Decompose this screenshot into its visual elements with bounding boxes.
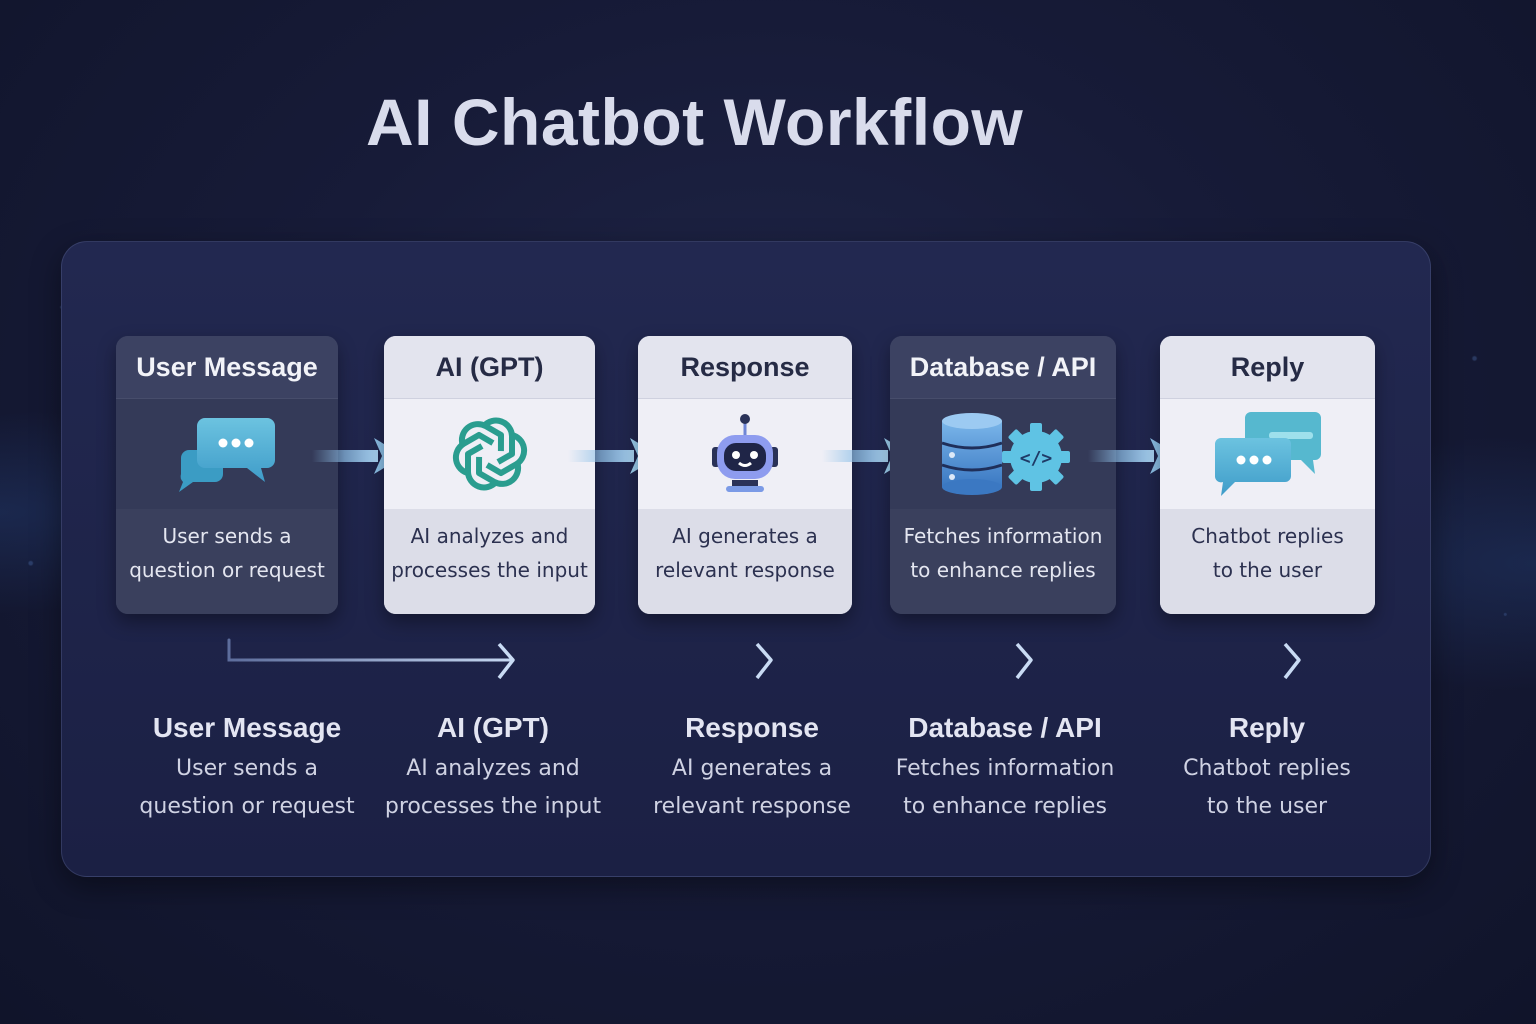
card-title: Reply <box>1160 336 1375 399</box>
card-desc-line2: relevant response <box>655 558 835 582</box>
card-desc-line1: Fetches information <box>903 524 1103 548</box>
step-title: Response <box>685 712 819 743</box>
card-response: Response AI generates a relevant response <box>638 336 852 614</box>
step-desc-line2: question or request <box>139 794 355 819</box>
step-desc-line1: Chatbot replies <box>1183 756 1351 781</box>
step-title: Reply <box>1228 712 1306 743</box>
step-desc-line2: to the user <box>1206 794 1328 819</box>
page-title: AI Chatbot Workflow <box>366 85 1024 159</box>
card-title: AI (GPT) <box>384 336 595 399</box>
card-ai-gpt: AI (GPT) AI analyzes and processes the in… <box>384 336 595 614</box>
step-title: Database / API <box>908 712 1102 743</box>
timeline-arrows <box>227 638 1301 680</box>
card-desc-line2: processes the input <box>391 558 588 582</box>
step-desc-line2: processes the input <box>384 794 602 819</box>
step-desc-line2: relevant response <box>653 794 851 819</box>
timeline-arrowhead-1 <box>497 642 515 680</box>
timeline-arrowhead-2 <box>755 642 773 680</box>
robot-icon <box>712 414 778 492</box>
card-title: User Message <box>116 336 338 399</box>
card-desc-line1: User sends a <box>162 524 292 548</box>
card-desc-line2: to enhance replies <box>910 558 1096 582</box>
card-title: Database / API <box>890 336 1116 399</box>
openai-logo-icon <box>445 409 535 499</box>
card-desc-line2: to the user <box>1212 558 1323 582</box>
step-desc-line1: User sends a <box>176 756 318 781</box>
card-database-api: Database / API </> <box>890 336 1116 614</box>
step-reply: Reply Chatbot replies to the user <box>1147 706 1387 826</box>
step-database-api: Database / API Fetches information to en… <box>885 706 1125 826</box>
step-user-message: User Message User sends a question or re… <box>127 706 367 826</box>
timeline-arrowhead-3 <box>1015 642 1033 680</box>
timeline-arrowhead-4 <box>1283 642 1301 680</box>
step-title: User Message <box>152 712 342 743</box>
card-title: Response <box>638 336 852 399</box>
timeline-segment-1 <box>227 638 515 662</box>
step-desc-line1: Fetches information <box>895 756 1115 781</box>
card-desc-line1: AI analyzes and <box>410 524 569 548</box>
step-desc-line2: to enhance replies <box>903 794 1107 819</box>
database-api-icon: </> <box>941 413 1070 495</box>
card-user-message: User Message User sends a question or req… <box>116 336 338 614</box>
card-desc-line1: AI generates a <box>672 524 818 548</box>
gear-icon: </> <box>1002 423 1070 491</box>
card-desc-line1: Chatbot replies <box>1191 524 1344 548</box>
card-reply: Reply Chatbot replies to the user <box>1160 336 1375 614</box>
chat-bubbles-icon <box>179 418 275 492</box>
reply-bubbles-icon <box>1214 412 1321 496</box>
step-desc-line1: AI analyzes and <box>406 756 580 781</box>
step-title: AI (GPT) <box>437 712 549 743</box>
step-ai-gpt: AI (GPT) AI analyzes and processes the i… <box>373 706 613 826</box>
card-desc-line2: question or request <box>129 558 325 582</box>
step-desc-line1: AI generates a <box>671 756 833 781</box>
code-glyph: </> <box>1020 448 1053 469</box>
step-response: Response AI generates a relevant respons… <box>632 706 872 826</box>
database-icon <box>941 413 1003 495</box>
